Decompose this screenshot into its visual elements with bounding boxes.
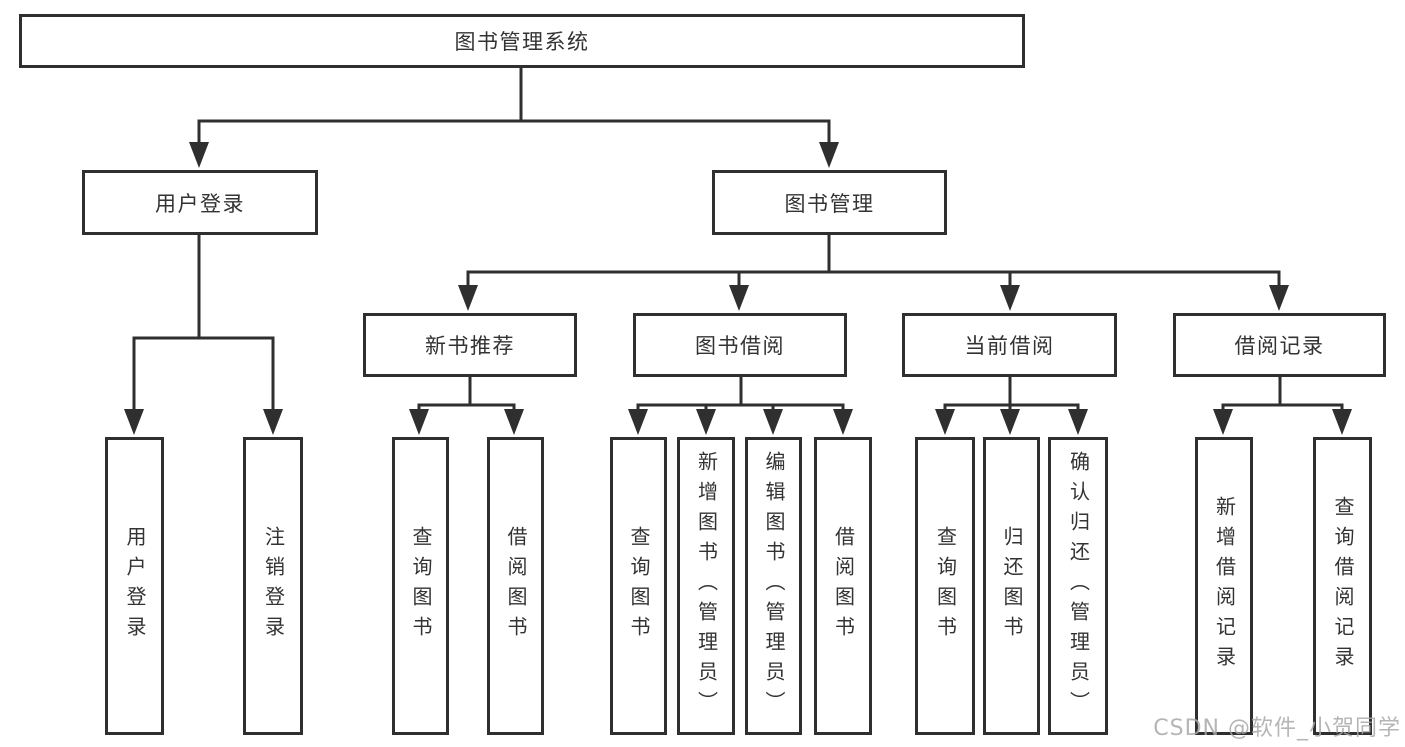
node-label: 查询图书 (627, 526, 651, 646)
leaf-add-borrow-record: 新增借阅记录 (1195, 437, 1253, 735)
connector-book-mgmt-to-level3 (466, 235, 1281, 287)
leaf-confirm-return-admin: 确认归还（管理员） (1048, 437, 1108, 735)
node-label: 注销登录 (261, 526, 286, 646)
arrowhead-down-icon (729, 285, 749, 311)
node-label: 新书推荐 (425, 334, 515, 358)
node-label: 确认归还（管理员） (1066, 451, 1091, 721)
node-label: 编辑图书（管理员） (762, 451, 786, 721)
arrowhead-down-icon (189, 142, 209, 168)
leaf-query-books-borrowing: 查询图书 (610, 437, 667, 735)
arrowhead-down-icon (263, 409, 283, 435)
leaf-add-books-admin: 新增图书（管理员） (677, 437, 735, 735)
connector-user-login-to-leaves (132, 235, 275, 411)
arrowhead-down-icon (833, 409, 853, 435)
arrowhead-down-icon (628, 409, 648, 435)
arrowhead-down-icon (504, 409, 524, 435)
arrowhead-down-icon (819, 142, 839, 168)
node-book-borrowing: 图书借阅 (633, 313, 847, 377)
connector-book-borrow-to-leaves (636, 377, 845, 411)
node-label: 借阅图书 (831, 526, 856, 646)
node-library-system-root: 图书管理系统 (19, 14, 1025, 68)
node-borrowing-records: 借阅记录 (1173, 313, 1386, 377)
node-label: 当前借阅 (964, 334, 1055, 358)
arrowhead-down-icon (409, 409, 429, 435)
arrowhead-down-icon (935, 409, 955, 435)
node-label: 归还图书 (1000, 526, 1024, 646)
node-user-login: 用户登录 (82, 170, 318, 235)
node-label: 借阅图书 (504, 526, 528, 646)
csdn-watermark: CSDN @软件_小贺同学 (1153, 716, 1401, 741)
connector-root-to-level2 (197, 68, 831, 144)
arrowhead-down-icon (1269, 285, 1289, 311)
leaf-query-books-recommend: 查询图书 (392, 437, 449, 735)
connector-current-borrow-to-leaves (943, 377, 1080, 411)
node-label: 用户登录 (155, 191, 245, 216)
leaf-edit-books-admin: 编辑图书（管理员） (745, 437, 802, 735)
leaf-borrow-books-recommend: 借阅图书 (487, 437, 544, 735)
connector-new-book-to-leaves (417, 377, 516, 411)
leaf-logout: 注销登录 (243, 437, 303, 735)
arrowhead-down-icon (1000, 409, 1020, 435)
arrowhead-down-icon (124, 409, 144, 435)
leaf-borrow-books-borrowing: 借阅图书 (814, 437, 872, 735)
node-label: 图书管理系统 (454, 30, 590, 54)
node-label: 新增借阅记录 (1212, 496, 1237, 676)
node-label: 新增图书（管理员） (694, 451, 719, 721)
arrowhead-down-icon (1213, 409, 1233, 435)
arrowhead-down-icon (458, 285, 478, 311)
leaf-query-borrow-record: 查询借阅记录 (1313, 437, 1372, 735)
node-label: 用户登录 (123, 526, 147, 646)
node-label: 借阅记录 (1234, 334, 1325, 358)
arrowhead-down-icon (696, 409, 716, 435)
connector-borrow-records-to-leaves (1221, 377, 1344, 411)
node-label: 查询借阅记录 (1331, 496, 1355, 676)
node-new-book-recommend: 新书推荐 (363, 313, 577, 377)
node-current-borrowing: 当前借阅 (902, 313, 1117, 377)
arrowhead-down-icon (1332, 409, 1352, 435)
leaf-query-books-current: 查询图书 (915, 437, 975, 735)
node-book-management: 图书管理 (712, 170, 947, 235)
node-label: 图书管理 (784, 191, 875, 216)
leaf-user-login: 用户登录 (105, 437, 164, 735)
node-label: 图书借阅 (695, 334, 785, 358)
node-label: 查询图书 (409, 526, 433, 646)
node-label: 查询图书 (933, 526, 958, 646)
leaf-return-books: 归还图书 (983, 437, 1040, 735)
arrowhead-down-icon (1000, 285, 1020, 311)
arrowhead-down-icon (763, 409, 783, 435)
arrowhead-down-icon (1068, 409, 1088, 435)
